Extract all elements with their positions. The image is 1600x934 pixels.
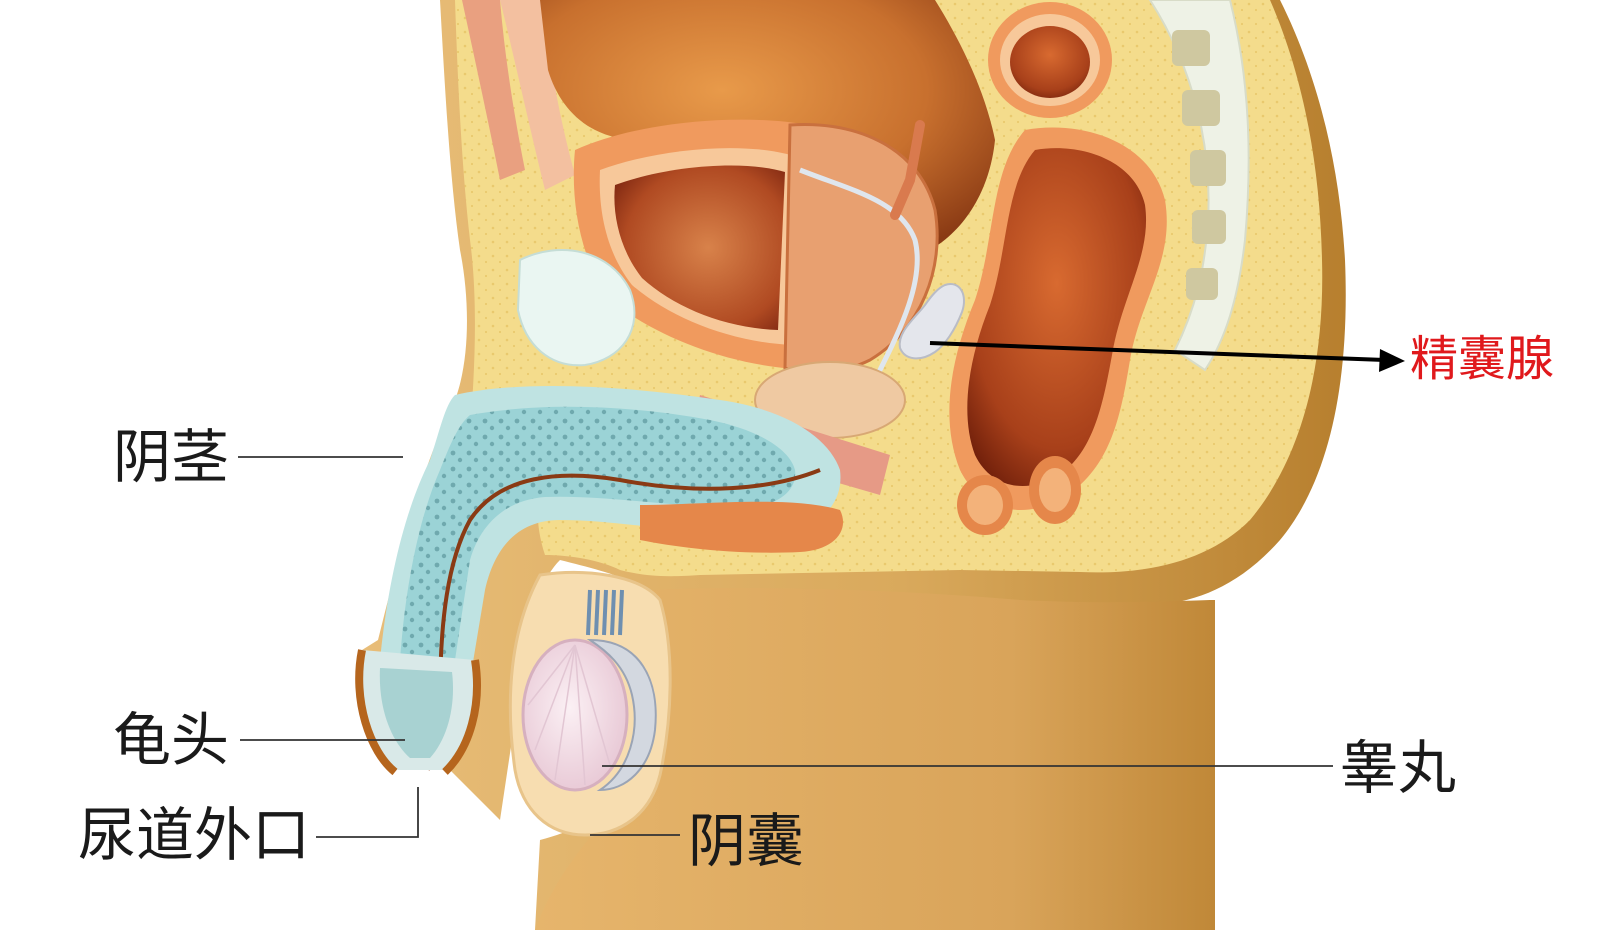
testis-lobules (527, 644, 611, 786)
intestine-loop-upper (988, 2, 1112, 118)
ureter (890, 120, 925, 220)
label-testis: 睾丸 (1340, 734, 1457, 802)
vertebrae (1172, 30, 1226, 300)
urethra (426, 468, 821, 771)
arrow-seminal-vesicle (929, 341, 1405, 372)
seminal-vesicle (898, 283, 965, 360)
spine-strip (1148, 0, 1250, 372)
bulbospongiosus (640, 501, 844, 553)
anal-sphincter (957, 456, 1081, 535)
testis-shape (521, 638, 629, 792)
label-seminal-vesicle: 精囊腺 (1410, 331, 1555, 387)
epididymis (586, 638, 657, 792)
bladder (573, 119, 830, 370)
leader-urethral-meatus (316, 787, 419, 838)
glans-shape (355, 649, 481, 776)
thigh (535, 588, 1215, 930)
label-glans: 龟头 (113, 706, 230, 774)
leader-lines (238, 456, 1333, 838)
abdominal-muscle (462, 0, 525, 180)
label-scrotum: 阴囊 (688, 807, 805, 875)
label-penis: 阴茎 (113, 423, 230, 491)
pubic-symphysis (516, 249, 636, 367)
label-urethral-meatus: 尿道外口 (78, 801, 311, 869)
penis-erectile-tissue (400, 406, 796, 660)
rectum (949, 127, 1167, 510)
spermatic-cord (586, 589, 624, 636)
